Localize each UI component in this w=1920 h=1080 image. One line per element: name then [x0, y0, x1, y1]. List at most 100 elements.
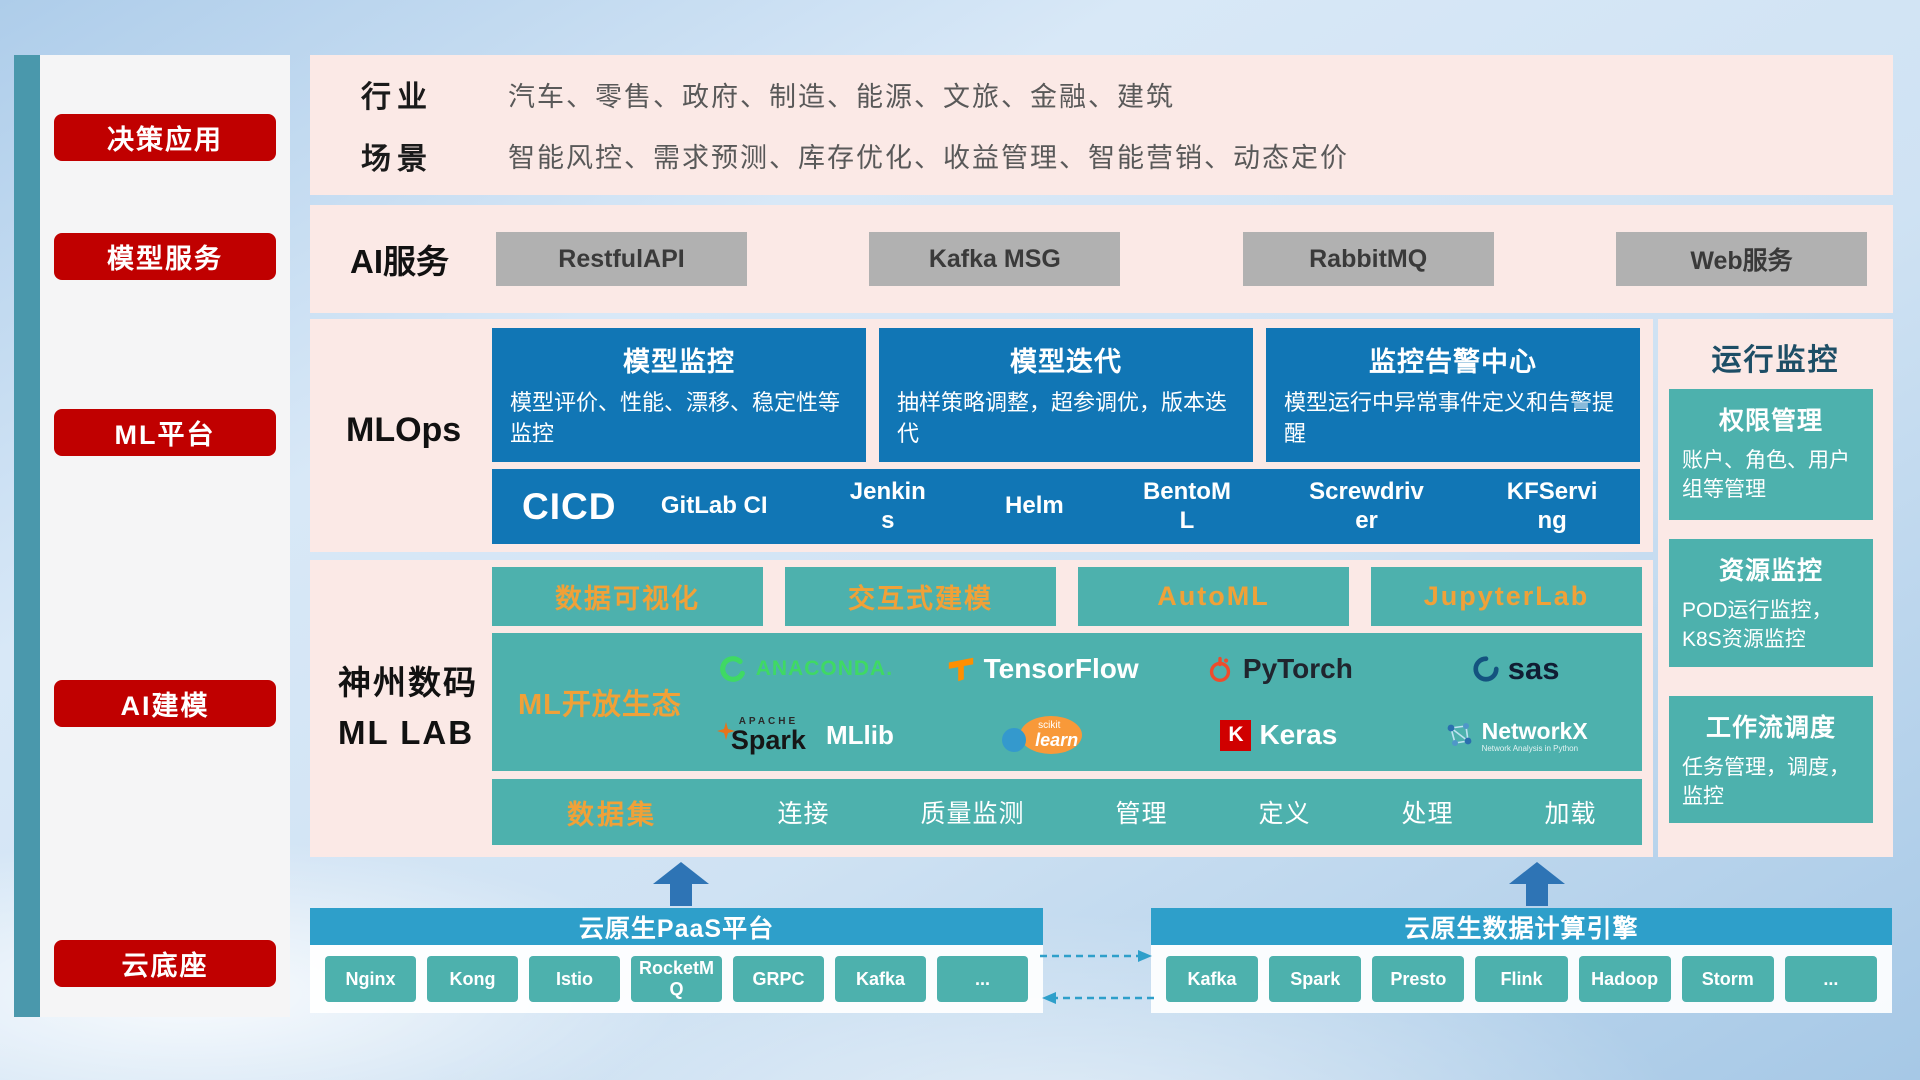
sidebar-item-model-service[interactable]: 模型服务: [54, 233, 276, 280]
cicd-bar: CICD GitLab CI Jenkins Helm BentoML Scre…: [492, 469, 1640, 544]
sidebar-item-cloud-base[interactable]: 云底座: [54, 940, 276, 987]
pytorch-icon: [1209, 656, 1231, 682]
cicd-tool-list: GitLab CI Jenkins Helm BentoML Screwdriv…: [616, 478, 1640, 536]
cicd-tool-screwdriver: Screwdriver: [1309, 477, 1424, 534]
industry-row: 行业 汽车、零售、政府、制造、能源、文旅、金融、建筑: [361, 72, 1893, 116]
scikit-small-label: scikit: [1038, 720, 1061, 732]
keras-logo: K Keras: [1161, 719, 1398, 751]
tech-more[interactable]: ...: [937, 956, 1028, 1002]
card-title: 模型监控: [623, 347, 735, 377]
card-title: 资源监控: [1718, 557, 1823, 585]
workflow-scheduling-card: 工作流调度 任务管理，调度，监控: [1669, 696, 1873, 823]
spark-star-icon: [716, 721, 735, 740]
ml-ecosystem-label: ML开放生态: [518, 689, 682, 721]
spark-mllib-logo: APACHE Spark MLlib: [687, 716, 924, 755]
mlops-panel: MLOps 模型监控 模型评价、性能、漂移、稳定性等监控 模型迭代 抽样策略调整…: [310, 319, 1653, 552]
scene-list: 智能风控、需求预测、库存优化、收益管理、智能营销、动态定价: [508, 143, 1349, 174]
sidebar-item-ml-platform[interactable]: ML平台: [54, 409, 276, 456]
tool-automl[interactable]: AutoML: [1078, 567, 1349, 626]
tech-storm[interactable]: Storm: [1681, 956, 1774, 1002]
tech-istio[interactable]: Istio: [529, 956, 620, 1002]
dataset-label: 数据集: [567, 799, 657, 830]
networkx-text: NetworkX: [1481, 717, 1588, 744]
alert-center-card: 监控告警中心 模型运行中异常事件定义和告警提醒: [1266, 328, 1640, 462]
dataset-bar: 数据集 连接 质量监测 管理 定义 处理 加载: [492, 779, 1642, 845]
tool-interactive-modeling[interactable]: 交互式建模: [785, 567, 1056, 626]
industry-list: 汽车、零售、政府、制造、能源、文旅、金融、建筑: [508, 81, 1175, 112]
tech-hadoop[interactable]: Hadoop: [1578, 956, 1671, 1002]
up-arrow-paas: [653, 862, 709, 906]
networkx-icon: [1447, 723, 1471, 747]
card-title: 模型迭代: [1010, 347, 1122, 377]
service-button-row: RestfulAPI Kafka MSG RabbitMQ Web服务: [496, 232, 1893, 286]
tech-kong[interactable]: Kong: [427, 956, 518, 1002]
scikit-orange-blob: [1020, 716, 1083, 755]
dataset-define: 定义: [1258, 800, 1311, 828]
cicd-tool-kfserving: KFServing: [1506, 477, 1598, 534]
scikit-blue-dot: [1002, 728, 1027, 753]
left-accent-bar: [14, 55, 40, 1017]
service-restfulapi-button[interactable]: RestfulAPI: [496, 232, 747, 286]
arrow-head: [1509, 862, 1565, 884]
sas-wordmark: sas: [1507, 650, 1560, 686]
arrow-stem: [670, 884, 692, 906]
tool-data-visualization[interactable]: 数据可视化: [492, 567, 763, 626]
logo-row-2: APACHE Spark MLlib scikit learn: [687, 704, 1634, 766]
spark-group: APACHE Spark: [716, 716, 806, 755]
resource-monitoring-card: 资源监控 POD运行监控，K8S资源监控: [1669, 539, 1873, 667]
data-engine-bar: 云原生数据计算引擎 Kafka Spark Presto Flink Hadoo…: [1151, 908, 1892, 1013]
tech-presto[interactable]: Presto: [1372, 956, 1465, 1002]
spark-text: Spark: [730, 724, 806, 755]
anaconda-icon: [719, 655, 746, 682]
sidebar-item-ai-modeling[interactable]: AI建模: [54, 680, 276, 727]
tech-grpc[interactable]: GRPC: [733, 956, 824, 1002]
card-desc: POD运行监控，K8S资源监控: [1682, 599, 1833, 652]
cicd-tool-bentoml: BentoML: [1142, 477, 1231, 534]
tensorflow-icon: [948, 657, 973, 681]
tensorflow-wordmark: TensorFlow: [983, 652, 1139, 684]
ai-service-label: AI服务: [350, 243, 449, 280]
dataset-function-list: 连接 质量监测 管理 定义 处理 加载: [732, 794, 1642, 830]
service-rabbitmq-button[interactable]: RabbitMQ: [1242, 232, 1494, 286]
permission-management-card: 权限管理 账户、角色、用户组等管理: [1669, 389, 1873, 520]
tensorflow-logo: TensorFlow: [924, 653, 1161, 685]
card-desc: 模型评价、性能、漂移、稳定性等监控: [510, 390, 841, 446]
sidebar-item-decision-apps[interactable]: 决策应用: [54, 114, 276, 161]
tool-jupyterlab[interactable]: JupyterLab: [1371, 567, 1642, 626]
modeling-tools-row: 数据可视化 交互式建模 AutoML JupyterLab: [492, 567, 1642, 626]
dataset-connect: 连接: [777, 800, 830, 828]
tech-more[interactable]: ...: [1784, 956, 1877, 1002]
tech-rocketmq[interactable]: RocketMQ: [631, 956, 722, 1002]
sas-icon: [1473, 656, 1499, 682]
card-title: 权限管理: [1718, 407, 1823, 435]
tech-kafka[interactable]: Kafka: [835, 956, 926, 1002]
networkx-wordmark: NetworkX Network Analysis in Python: [1482, 718, 1588, 754]
ecosystem-logo-grid: ANACONDA. TensorFlow PyTorch sas: [687, 633, 1642, 771]
up-arrow-engine: [1509, 862, 1565, 906]
model-iteration-card: 模型迭代 抽样策略调整，超参调优，版本迭代: [879, 328, 1253, 462]
ai-service-panel: AI服务 RestfulAPI Kafka MSG RabbitMQ Web服务: [310, 205, 1893, 313]
anaconda-logo: ANACONDA.: [687, 654, 924, 684]
tech-nginx[interactable]: Nginx: [325, 956, 416, 1002]
engine-tech-list: Kafka Spark Presto Flink Hadoop Storm ..…: [1151, 945, 1892, 1013]
networkx-subtitle: Network Analysis in Python: [1481, 743, 1579, 753]
bidirectional-dashed-arrows: [1040, 950, 1154, 1004]
tech-flink[interactable]: Flink: [1475, 956, 1568, 1002]
dataset-process: 处理: [1401, 800, 1454, 828]
tech-spark[interactable]: Spark: [1269, 956, 1362, 1002]
card-desc: 任务管理，调度，监控: [1682, 756, 1850, 809]
scikit-learn-icon: scikit learn: [998, 712, 1086, 758]
card-title: 工作流调度: [1705, 714, 1836, 742]
anaconda-wordmark: ANACONDA.: [755, 656, 894, 680]
industry-label: 行业: [361, 81, 433, 115]
arrow-head: [653, 862, 709, 884]
service-kafka-msg-button[interactable]: Kafka MSG: [869, 232, 1121, 286]
service-web-button[interactable]: Web服务: [1615, 232, 1867, 286]
dataset-load: 加载: [1544, 800, 1597, 828]
tech-kafka[interactable]: Kafka: [1166, 956, 1259, 1002]
scikit-learn-logo: scikit learn: [924, 712, 1161, 758]
card-desc: 模型运行中异常事件定义和告警提醒: [1284, 390, 1615, 446]
paas-tech-list: Nginx Kong Istio RocketMQ GRPC Kafka ...: [310, 945, 1043, 1013]
cicd-tool-helm: Helm: [1005, 492, 1064, 520]
